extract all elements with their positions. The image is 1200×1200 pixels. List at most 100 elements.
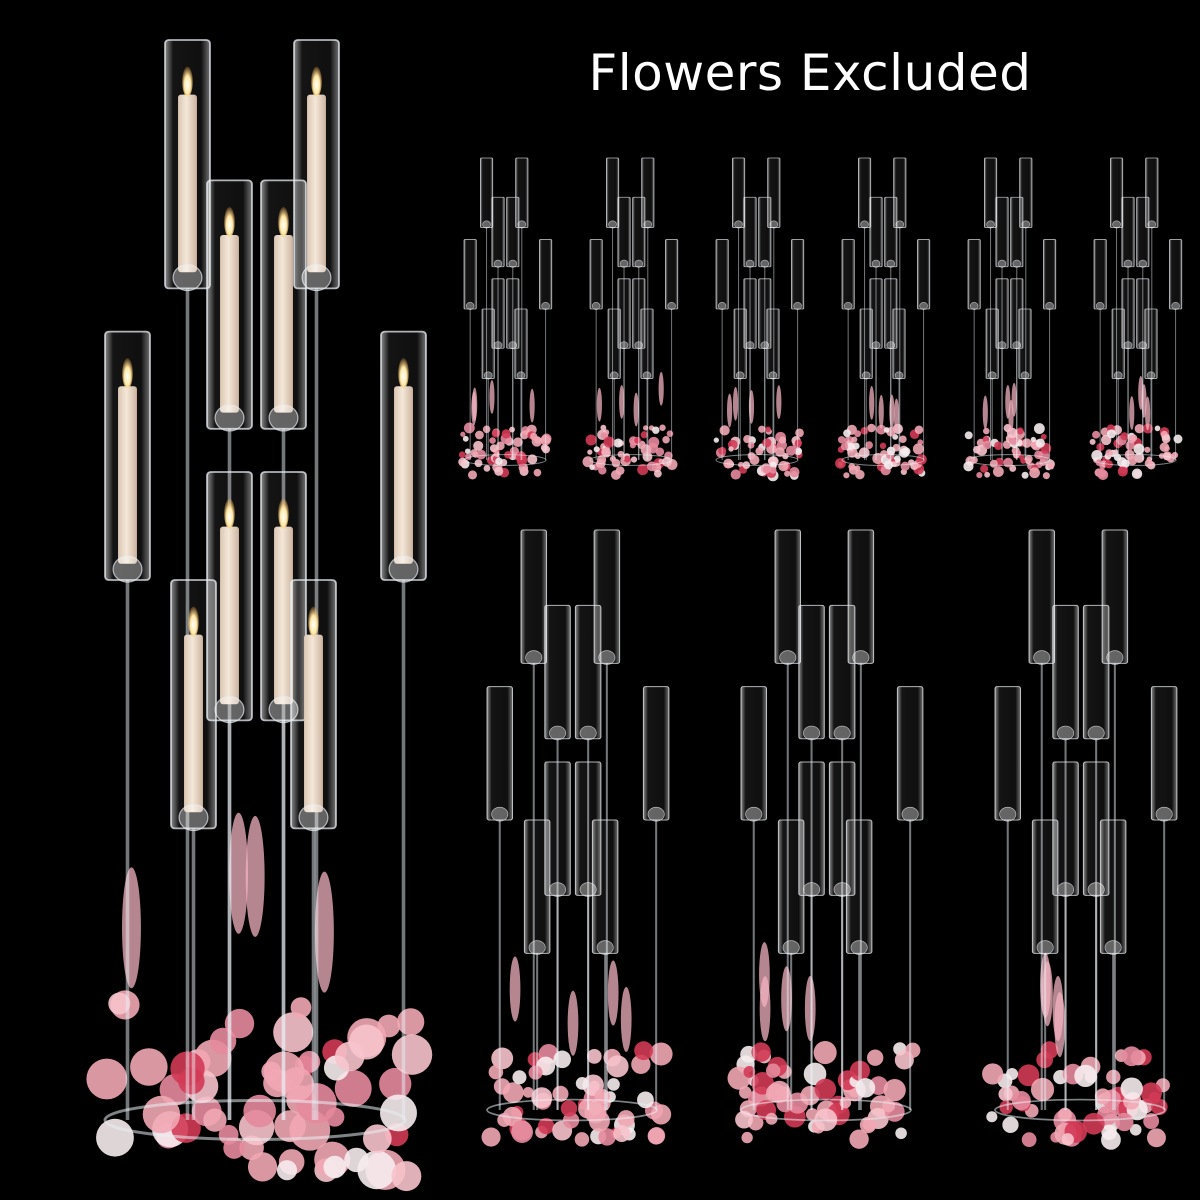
flower-bloom [1140,1082,1162,1104]
flower-bloom [1161,434,1171,444]
glass-hurricane-tube [491,196,505,268]
flower-bloom [1003,457,1014,468]
flower-bloom [467,470,478,480]
flower-bloom [537,1117,555,1135]
flower-bloom [495,457,503,466]
flower-bloom [1048,464,1054,470]
candle-cup [768,371,778,380]
flower-spray [1011,382,1017,417]
candle-cup [1123,341,1133,350]
candelabra [582,157,679,480]
flower-bloom [758,425,766,433]
flower-bloom [630,456,638,463]
flower-bloom [840,442,849,451]
flower-bloom [713,437,719,443]
flower-bloom [108,992,131,1015]
flower-bloom [560,1100,578,1117]
flower-bloom [912,443,924,455]
flower-bloom [290,997,312,1018]
flower-arrangement [458,379,552,480]
candle-cup [634,259,644,268]
glass-hurricane-tube [539,239,553,310]
candelabra [835,157,931,480]
flower-bloom [470,449,478,457]
flower-bloom [730,469,741,480]
flower-spray [567,990,579,1056]
candle-cup [745,806,763,822]
flower-bloom [976,472,983,479]
glass-hurricane-tube [828,604,856,740]
flower-bloom [585,434,597,446]
flower-bloom [142,1095,181,1134]
flower-bloom [522,1086,534,1098]
candle-cup [987,371,997,380]
candle-cup [871,259,881,268]
glass-hurricane-tube [640,308,654,379]
flower-bloom [473,440,484,451]
flower-bloom [854,430,862,438]
flower-spray [759,942,770,1008]
candle-cup [1045,302,1054,310]
candelabra [727,529,924,1149]
flower-bloom [509,446,520,456]
candle-cup [541,302,550,310]
flower-arrangement [86,812,433,1192]
candle-cup [528,940,546,955]
candle-cup [1095,302,1105,310]
flower-arrangement [963,382,1055,480]
candle-cup [901,806,919,822]
flower-bloom [1024,454,1033,463]
candle-cup [803,725,821,741]
flower-bloom [634,436,642,444]
flower-bloom [916,454,927,465]
flower-bloom [1094,1088,1111,1105]
candelabra [1089,157,1183,481]
candle-cup [619,341,629,350]
flower-bloom [607,1078,620,1091]
flower-bloom [813,1041,837,1065]
flower-bloom [1021,1132,1037,1148]
flower-bloom [606,1055,629,1078]
candle-cup [508,259,518,268]
flower-bloom [876,424,887,435]
flower-spray [1005,385,1011,419]
flower-spray [245,815,265,937]
flower-bloom [743,1066,756,1078]
flower-bloom [883,1078,906,1102]
flower-bloom [865,441,874,449]
flower-bloom [203,1108,227,1132]
candle-cup [172,264,203,292]
flower-bloom [837,436,846,444]
candelabra [86,39,433,1192]
glass-hurricane-tube [1169,239,1183,310]
glass-hurricane-tube [260,179,307,430]
glass-hurricane-tube [486,686,514,821]
flower-bloom [397,1008,425,1036]
flower-spray [471,391,477,426]
candle-cup [214,404,245,432]
flower-bloom [334,1070,372,1107]
candle-cup [717,302,727,310]
flower-spray [1129,396,1135,430]
flower-bloom [593,446,600,453]
flower-bloom [623,455,631,463]
flower-bloom [646,461,657,472]
glass-hurricane-tube [1031,819,1059,954]
candle-cup [997,259,1007,268]
candle-cup [1104,940,1122,955]
flower-bloom [1121,1046,1142,1067]
flower-bloom [649,1042,673,1066]
candle-cup [793,302,802,310]
flower-bloom [983,427,990,435]
candle-cup [214,696,245,724]
candle-cup [1155,806,1173,822]
flower-bloom [502,1082,524,1103]
flower-bloom [273,1012,314,1053]
flower-bloom [458,457,468,467]
candle-cup [465,302,475,310]
glass-hurricane-tube [520,529,548,664]
flower-bloom [982,1063,1004,1085]
flower-bloom [1029,467,1040,479]
flower-spray [509,956,521,1022]
